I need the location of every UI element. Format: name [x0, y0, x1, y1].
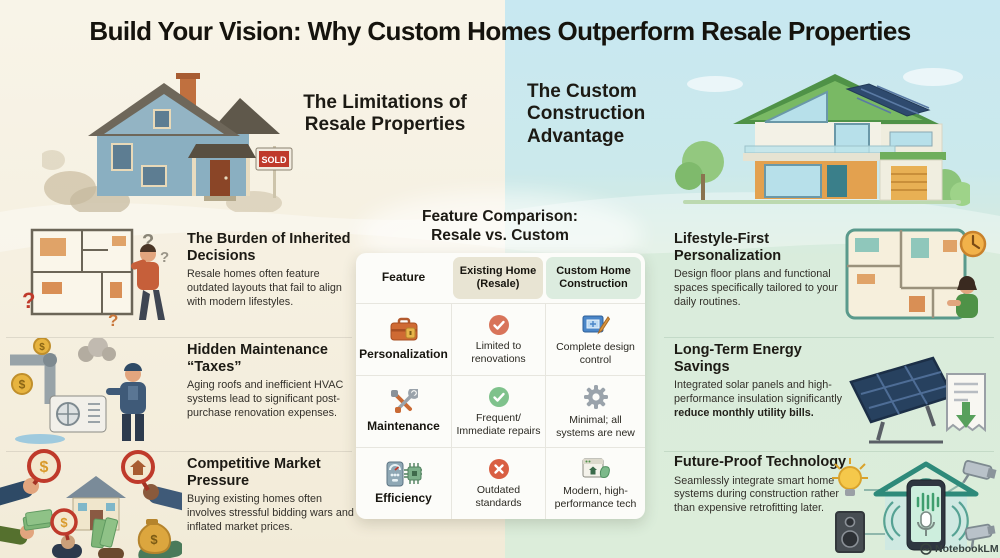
blueprint-icon [582, 315, 610, 335]
cash-notes [22, 509, 54, 531]
check-circle-green-icon [488, 386, 509, 407]
left-divider-1 [6, 337, 352, 338]
item-title: Future-Proof Technology [674, 454, 847, 470]
floorplan-man-illustration: ? ? ? ? [22, 228, 169, 330]
item-title: The Burden of Inherited Decisions [187, 231, 351, 264]
table-row-maintenance-feature: Maintenance [356, 375, 451, 447]
left-item-hidden-maintenance: Hidden Maintenance “Taxes” Aging roofs a… [187, 342, 355, 421]
security-camera-icon [962, 460, 997, 484]
dollar-coin: $ [33, 338, 51, 355]
item-body: Integrated solar panels and high-perform… [674, 379, 843, 419]
notebooklm-watermark: NotebookLM [920, 543, 999, 555]
modern-house-illustration [675, 68, 970, 206]
utility-bill [946, 373, 986, 433]
cash-fan [90, 517, 119, 549]
sold-sign: SOLD [255, 147, 293, 171]
bid-paddle-dollar: $ [50, 508, 78, 536]
item-title: Hidden Maintenance “Taxes” [187, 342, 328, 375]
comparison-title: Feature Comparison: Resale vs. Custom [422, 208, 578, 244]
page-title: Build Your Vision: Why Custom Homes Outp… [89, 16, 911, 46]
toolbox-icon [390, 318, 417, 341]
question-mark: ? [160, 249, 169, 266]
item-body: Resale homes often feature outdated layo… [187, 268, 342, 308]
watermark-label: NotebookLM [935, 543, 999, 555]
question-mark: ? [108, 311, 118, 330]
repairman [106, 363, 146, 441]
item-body: Design floor plans and functional spaces… [674, 268, 838, 308]
resale-cell-text: Limited to renovations [471, 339, 526, 365]
money-bag: $ [137, 519, 172, 555]
right-item-energy-savings: Long-Term Energy Savings Integrated sola… [674, 342, 846, 421]
svg-text:$: $ [150, 532, 158, 547]
speaker-icon [835, 511, 865, 553]
smart-tech-icon [582, 458, 610, 478]
bidding-war-illustration: $ $ $ [0, 449, 182, 558]
item-body: Buying existing homes often involves str… [187, 493, 354, 533]
left-item-market-pressure: Competitive Market Pressure Buying exist… [187, 456, 355, 535]
table-row-personalization-feature: Personalization [356, 303, 451, 375]
right-divider-1 [664, 337, 994, 338]
right-divider-2 [664, 451, 994, 452]
resale-cell-text: Frequent/ Immediate repairs [456, 411, 541, 437]
svg-text:$: $ [39, 342, 45, 353]
lightbulb-icon [832, 458, 868, 496]
svg-text:$: $ [40, 459, 49, 476]
solar-savings-illustration [849, 356, 986, 444]
security-camera-icon [964, 523, 996, 549]
bid-paddle-dollar: $ [27, 449, 61, 483]
comparison-table: Feature Existing Home (Resale) Custom Ho… [356, 253, 645, 519]
smart-speaker-phone [906, 479, 946, 551]
svg-text:$: $ [19, 378, 26, 392]
item-title: Lifestyle-First Personalization [674, 231, 782, 264]
right-item-future-proof: Future-Proof Technology Seamlessly integ… [674, 454, 850, 516]
table-row-efficiency-resale: Outdated standards [451, 447, 545, 519]
column-header-custom: Custom Home Construction [546, 257, 641, 299]
left-divider-2 [6, 451, 352, 452]
dollar-coin: $ [11, 373, 33, 395]
smart-home-illustration [832, 458, 997, 553]
left-item-inherited-decisions: The Burden of Inherited Decisions Resale… [187, 231, 355, 310]
resale-cell-text: Outdated standards [475, 483, 522, 509]
floorplan-woman-illustration [845, 228, 987, 320]
column-header-feature: Feature [381, 270, 426, 285]
gear-icon [583, 384, 608, 409]
svg-text:SOLD: SOLD [261, 155, 287, 165]
table-row-efficiency-feature: Efficiency [356, 447, 451, 519]
table-row-maintenance-resale: Frequent/ Immediate repairs [451, 375, 545, 447]
item-body: Aging roofs and inefficient HVAC systems… [187, 379, 344, 419]
notebooklm-logo-icon [920, 543, 932, 555]
old-house-illustration: SOLD [42, 73, 293, 212]
bid-paddle-house [121, 450, 155, 484]
table-row-personalization-resale: Limited to renovations [451, 303, 545, 375]
custom-cell-text: Complete design control [556, 340, 635, 366]
column-header-resale: Existing Home (Resale) [453, 257, 543, 299]
right-section-heading: The Custom Construction Advantage [527, 81, 646, 147]
custom-cell-text: Minimal; all systems are new [556, 413, 635, 439]
efficiency-icon [386, 461, 422, 487]
item-title: Competitive Market Pressure [187, 456, 321, 489]
svg-text:$: $ [60, 515, 68, 530]
confused-man [130, 244, 165, 320]
item-body: Seamlessly integrate smart home systems … [674, 474, 840, 515]
table-row-personalization-custom: Complete design control [545, 303, 645, 375]
custom-cell-text: Modern, high-performance tech [554, 484, 637, 510]
clock-icon [959, 230, 987, 258]
item-title: Long-Term Energy Savings [674, 342, 802, 375]
hvac-repair-illustration: $ $ [10, 338, 146, 444]
feature-label: Efficiency [375, 491, 432, 506]
feature-label: Maintenance [367, 419, 440, 434]
x-circle-red-icon [488, 458, 509, 479]
woman-cooking [947, 276, 978, 318]
check-circle-orange-icon [488, 314, 509, 335]
table-row-maintenance-custom: Minimal; all systems are new [545, 375, 645, 447]
question-mark: ? [22, 288, 35, 313]
right-item-personalization: Lifestyle-First Personalization Design f… [674, 231, 846, 310]
left-section-heading: The Limitations of Resale Properties [303, 92, 467, 136]
table-row-efficiency-custom: Modern, high-performance tech [545, 447, 645, 519]
feature-label: Personalization [359, 347, 448, 362]
tools-icon [390, 389, 418, 414]
